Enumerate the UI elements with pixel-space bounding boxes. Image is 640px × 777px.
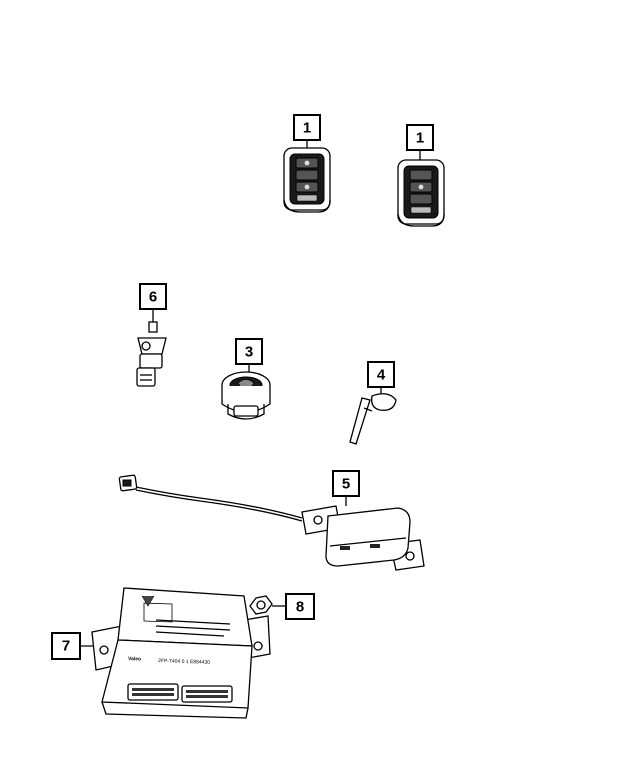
callout-6: 6: [139, 283, 167, 310]
module-brand-text: Valeo: [128, 656, 141, 662]
callout-4: 4: [367, 361, 395, 388]
emergency-key-part-4: [349, 387, 397, 445]
antenna-module-part-5: [118, 474, 425, 571]
callout-1-left: 1: [293, 114, 321, 141]
module-part-number-text: 2FP-T404 0 1 E884430: [158, 658, 210, 666]
callout-5: 5: [332, 470, 360, 497]
callout-1-right: 1: [406, 124, 434, 151]
svg-text:8: 8: [296, 599, 304, 616]
svg-text:1: 1: [416, 130, 424, 147]
svg-text:1: 1: [303, 120, 311, 137]
callout-3: 3: [235, 338, 263, 365]
svg-text:3: 3: [245, 344, 253, 361]
svg-text:6: 6: [149, 289, 157, 306]
svg-text:4: 4: [377, 367, 386, 384]
key-fob-right: [397, 150, 445, 227]
control-module-part-7: Valeo 2FP-T404 0 1 E884430: [80, 587, 271, 719]
callout-8: 8: [285, 593, 315, 620]
nut-part-8: [249, 595, 286, 615]
svg-text:7: 7: [62, 638, 70, 655]
ignition-switch-part-3: [221, 364, 271, 420]
callout-7: 7: [51, 632, 81, 660]
sensor-part-6: [136, 309, 167, 387]
svg-text:5: 5: [342, 476, 350, 493]
key-fob-left: [283, 140, 331, 213]
